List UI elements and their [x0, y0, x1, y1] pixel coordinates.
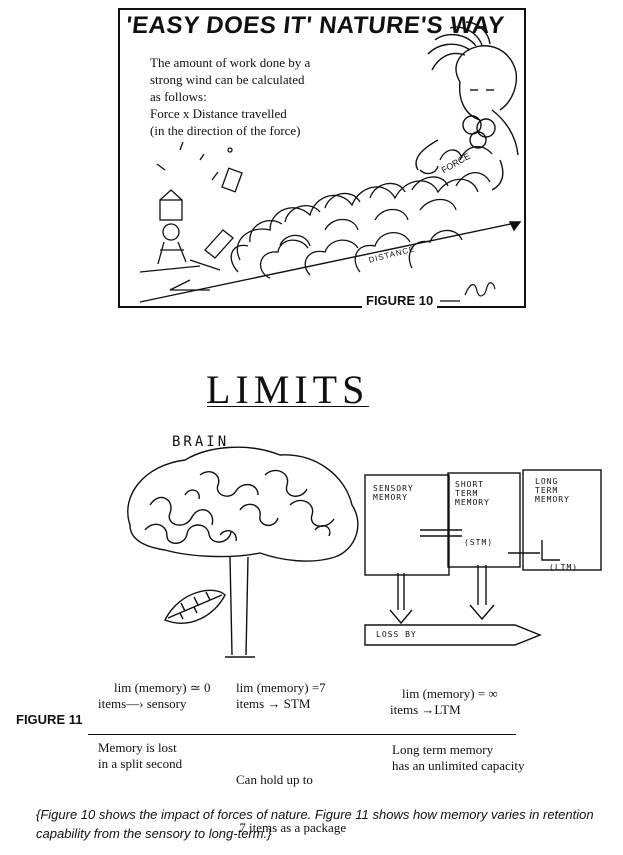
ltm-description: Long term memory has an unlimited capaci… [392, 742, 525, 773]
figure-10-label: FIGURE 10 [362, 293, 438, 308]
stm-formula: lim (memory) =7 items → STM [236, 680, 326, 711]
brain-label: BRAIN [172, 434, 230, 450]
caption-line: (in the direction of the force) [150, 123, 301, 138]
limits-title: LIMITS [206, 367, 370, 412]
sensory-formula: lim (memory) ≃ 0 items—› sensory [98, 680, 211, 711]
sensory-description: Memory is lost in a split second [98, 740, 183, 771]
caption-line: strong wind can be calculated [150, 72, 305, 87]
stm-abbreviation: (STM) [464, 538, 494, 547]
ltm-label: LONG TERM MEMORY [535, 477, 570, 504]
stm-label: SHORT TERM MEMORY [455, 480, 490, 507]
caption-line: Force x Distance travelled [150, 106, 287, 121]
figure-10-cartoon [139, 21, 522, 303]
figure-10-title: 'EASY DOES IT' NATURE'S WAY [124, 12, 506, 39]
ltm-abbreviation: (LTM) [549, 563, 579, 572]
loss-label: LOSS BY [376, 630, 417, 639]
stm-description: Can hold up to 7 items as a package [236, 772, 347, 835]
sensory-memory-label: SENSORY MEMORY [373, 484, 414, 502]
figure-10-frame [118, 8, 526, 308]
memory-diagram [127, 446, 602, 658]
figure-explanation-note: {Figure 10 shows the impact of forces of… [36, 807, 594, 841]
caption-line: as follows: [150, 89, 207, 104]
figure-11-label: FIGURE 11 [16, 712, 83, 727]
figure-11-divider [88, 734, 516, 735]
figure-10-caption: The amount of work done by a strong wind… [150, 54, 360, 139]
ltm-formula: lim (memory) = ∞ items →LTM [390, 686, 498, 717]
caption-line: The amount of work done by a [150, 55, 311, 70]
limits-underline [207, 406, 369, 407]
